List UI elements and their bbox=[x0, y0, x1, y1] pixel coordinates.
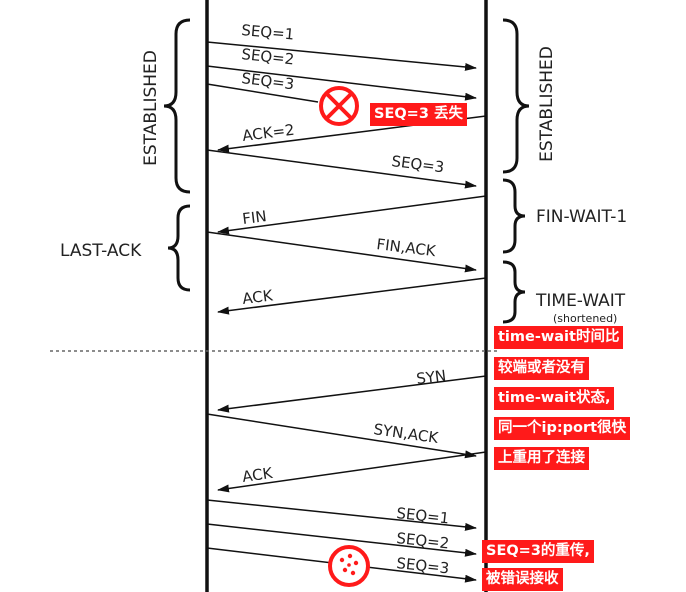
note-line-5: 上重用了连接 bbox=[494, 447, 589, 470]
arrow-syn bbox=[217, 375, 487, 413]
state-right-time-wait: TIME-WAIT bbox=[535, 291, 626, 311]
left-brace-last-ack bbox=[167, 204, 191, 292]
state-time-wait-note: (shortened) bbox=[553, 312, 617, 325]
label-seq2-new: SEQ=2 bbox=[396, 529, 451, 552]
label-seq1-new: SEQ=1 bbox=[396, 504, 451, 527]
arrow-fin-ack bbox=[206, 231, 477, 273]
label-seq3: SEQ=3 bbox=[241, 69, 296, 93]
arrow-seq1-new bbox=[206, 499, 477, 531]
note-line-1: time-wait时间比 bbox=[494, 326, 624, 349]
arrow-seq1 bbox=[206, 41, 477, 71]
label-ack: ACK bbox=[241, 286, 274, 308]
label-seq2: SEQ=2 bbox=[241, 45, 296, 68]
retx-line-2: 被错误接收 bbox=[482, 568, 563, 591]
arrow-fin bbox=[217, 195, 487, 235]
label-seq3-new: SEQ=3 bbox=[396, 554, 451, 577]
state-right-fin-wait-1: FIN-WAIT-1 bbox=[536, 207, 627, 227]
state-left-last-ack: LAST-ACK bbox=[60, 241, 142, 261]
label-fin: FIN bbox=[241, 207, 267, 228]
label-ack-conn: ACK bbox=[241, 464, 275, 486]
arrow-syn-ack bbox=[206, 413, 477, 459]
retx-line-1: SEQ=3的重传, bbox=[482, 540, 594, 563]
state-right-established: ESTABLISHED bbox=[537, 46, 557, 162]
label-syn: SYN bbox=[415, 366, 447, 388]
arrow-ack-conn bbox=[217, 451, 487, 493]
note-line-3: time-wait状态, bbox=[494, 387, 615, 410]
label-seq1: SEQ=1 bbox=[241, 21, 295, 44]
misreceived-packet-icon bbox=[328, 545, 370, 587]
arrow-seq2 bbox=[206, 65, 477, 101]
arrow-seq2-new bbox=[206, 523, 477, 557]
note-line-4: 同一个ip:port很快 bbox=[494, 417, 631, 440]
arrow-seq3-retx bbox=[206, 149, 477, 189]
label-syn-ack: SYN,ACK bbox=[372, 420, 440, 447]
right-brace-established bbox=[502, 18, 530, 174]
label-seq3-retx: SEQ=3 bbox=[391, 152, 446, 176]
right-brace-fin-wait bbox=[502, 178, 526, 254]
left-brace-established bbox=[163, 18, 191, 194]
arrow-ack bbox=[217, 277, 487, 315]
state-left-established: ESTABLISHED bbox=[141, 50, 161, 166]
right-brace-time-wait bbox=[502, 260, 526, 324]
arrow-seq3-lost bbox=[206, 83, 319, 103]
lost-packet-icon bbox=[319, 86, 359, 126]
note-line-2: 较端或者没有 bbox=[494, 357, 589, 380]
lost-annotation: SEQ=3 丢失 bbox=[370, 103, 467, 126]
